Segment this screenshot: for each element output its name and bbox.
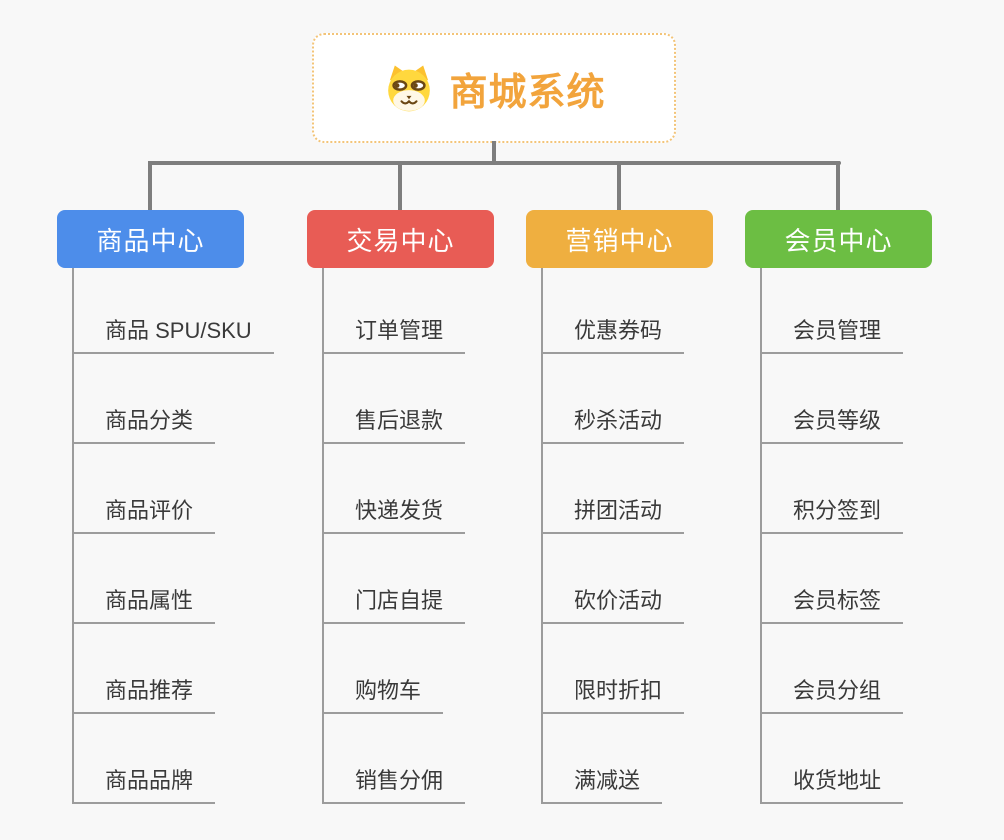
branch-topic-member[interactable]: 会员中心: [745, 210, 932, 268]
leaf-topic[interactable]: 砍价活动: [541, 534, 791, 624]
branch-topic-marketing[interactable]: 营销中心: [526, 210, 713, 268]
branch-children-product: 商品 SPU/SKU 商品分类 商品评价 商品属性 商品推荐 商品品牌: [72, 264, 322, 804]
leaf-label: 收货地址: [760, 763, 904, 804]
leaf-label: 购物车: [322, 673, 444, 714]
leaf-topic[interactable]: 商品 SPU/SKU: [72, 264, 322, 354]
leaf-label: 商品评价: [72, 493, 216, 534]
leaf-topic[interactable]: 会员标签: [760, 534, 1004, 624]
leaf-label: 限时折扣: [541, 673, 685, 714]
leaf-topic[interactable]: 限时折扣: [541, 624, 791, 714]
leaf-label: 门店自提: [322, 583, 466, 624]
doge-face-icon: [382, 63, 436, 113]
connector-drop-2: [398, 161, 402, 211]
leaf-label: 会员管理: [760, 313, 904, 354]
connector-bus: [148, 161, 841, 165]
branch-child-line: [760, 268, 762, 804]
leaf-topic[interactable]: 会员分组: [760, 624, 1004, 714]
leaf-label: 会员分组: [760, 673, 904, 714]
root-topic[interactable]: 商城系统: [312, 33, 676, 143]
leaf-topic[interactable]: 优惠券码: [541, 264, 791, 354]
connector-drop-4: [836, 161, 840, 211]
leaf-topic[interactable]: 商品分类: [72, 354, 322, 444]
branch-child-line: [541, 268, 543, 804]
leaf-label: 商品 SPU/SKU: [72, 313, 274, 354]
leaf-topic[interactable]: 收货地址: [760, 714, 1004, 804]
leaf-label: 优惠券码: [541, 313, 685, 354]
leaf-label: 会员等级: [760, 403, 904, 444]
leaf-label: 满减送: [541, 763, 663, 804]
leaf-label: 秒杀活动: [541, 403, 685, 444]
branch-topic-product[interactable]: 商品中心: [57, 210, 244, 268]
leaf-label: 砍价活动: [541, 583, 685, 624]
leaf-topic[interactable]: 秒杀活动: [541, 354, 791, 444]
leaf-topic[interactable]: 会员管理: [760, 264, 1004, 354]
leaf-topic[interactable]: 商品评价: [72, 444, 322, 534]
leaf-topic[interactable]: 积分签到: [760, 444, 1004, 534]
branch-child-line: [322, 268, 324, 804]
branch-children-marketing: 优惠券码 秒杀活动 拼团活动 砍价活动 限时折扣 满减送: [541, 264, 791, 804]
leaf-label: 积分签到: [760, 493, 904, 534]
leaf-label: 订单管理: [322, 313, 466, 354]
connector-drop-1: [148, 161, 152, 211]
leaf-label: 商品推荐: [72, 673, 216, 714]
leaf-label: 会员标签: [760, 583, 904, 624]
leaf-topic[interactable]: 商品属性: [72, 534, 322, 624]
leaf-topic[interactable]: 会员等级: [760, 354, 1004, 444]
root-title: 商城系统: [449, 71, 606, 114]
leaf-topic[interactable]: 满减送: [541, 714, 791, 804]
leaf-label: 快递发货: [322, 493, 466, 534]
leaf-topic[interactable]: 购物车: [322, 624, 572, 714]
connector-drop-3: [617, 161, 621, 211]
branch-children-trade: 订单管理 售后退款 快递发货 门店自提 购物车 销售分佣: [322, 264, 572, 804]
branch-topic-trade[interactable]: 交易中心: [307, 210, 494, 268]
leaf-topic[interactable]: 售后退款: [322, 354, 572, 444]
leaf-topic[interactable]: 销售分佣: [322, 714, 572, 804]
leaf-topic[interactable]: 拼团活动: [541, 444, 791, 534]
leaf-label: 拼团活动: [541, 493, 685, 534]
leaf-label: 商品属性: [72, 583, 216, 624]
connector-root-stub: [492, 141, 496, 165]
leaf-label: 销售分佣: [322, 763, 466, 804]
branch-children-member: 会员管理 会员等级 积分签到 会员标签 会员分组 收货地址: [760, 264, 1004, 804]
leaf-label: 售后退款: [322, 403, 466, 444]
leaf-topic[interactable]: 商品推荐: [72, 624, 322, 714]
leaf-topic[interactable]: 门店自提: [322, 534, 572, 624]
leaf-topic[interactable]: 商品品牌: [72, 714, 322, 804]
leaf-label: 商品分类: [72, 403, 216, 444]
leaf-topic[interactable]: 订单管理: [322, 264, 572, 354]
leaf-label: 商品品牌: [72, 763, 216, 804]
branch-child-line: [72, 268, 74, 804]
leaf-topic[interactable]: 快递发货: [322, 444, 572, 534]
